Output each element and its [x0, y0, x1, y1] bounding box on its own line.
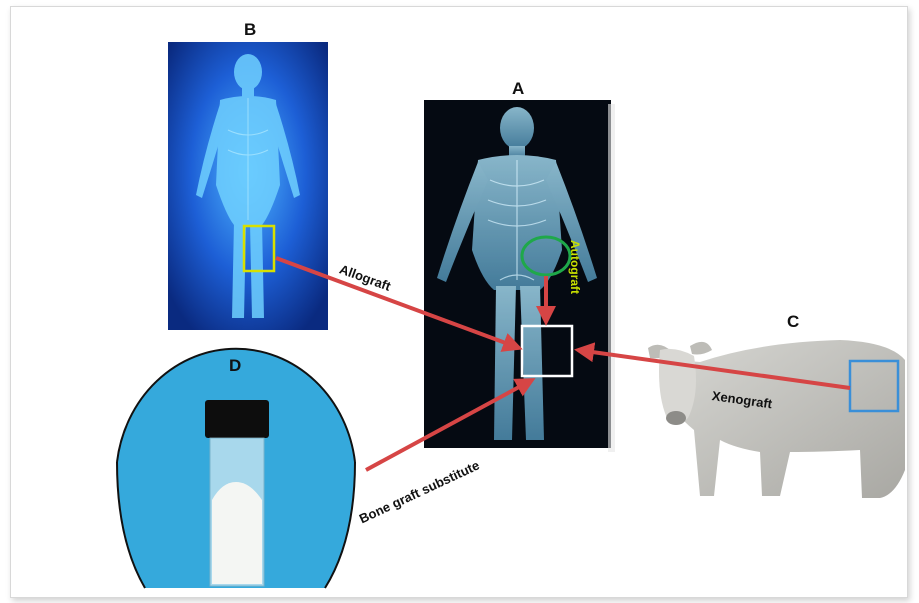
panel-label-d: D	[229, 356, 241, 376]
autograft-label: Autograft	[568, 240, 582, 294]
panel-d-vial-image	[117, 349, 355, 588]
panel-b-blue-body-image	[168, 42, 328, 330]
vial-powder	[212, 482, 262, 584]
panel-label-b: B	[244, 20, 256, 40]
vial-cap	[205, 400, 269, 438]
panel-a-xray-body-image	[424, 100, 615, 452]
panel-label-a: A	[512, 79, 524, 99]
panel-label-c: C	[787, 312, 799, 332]
